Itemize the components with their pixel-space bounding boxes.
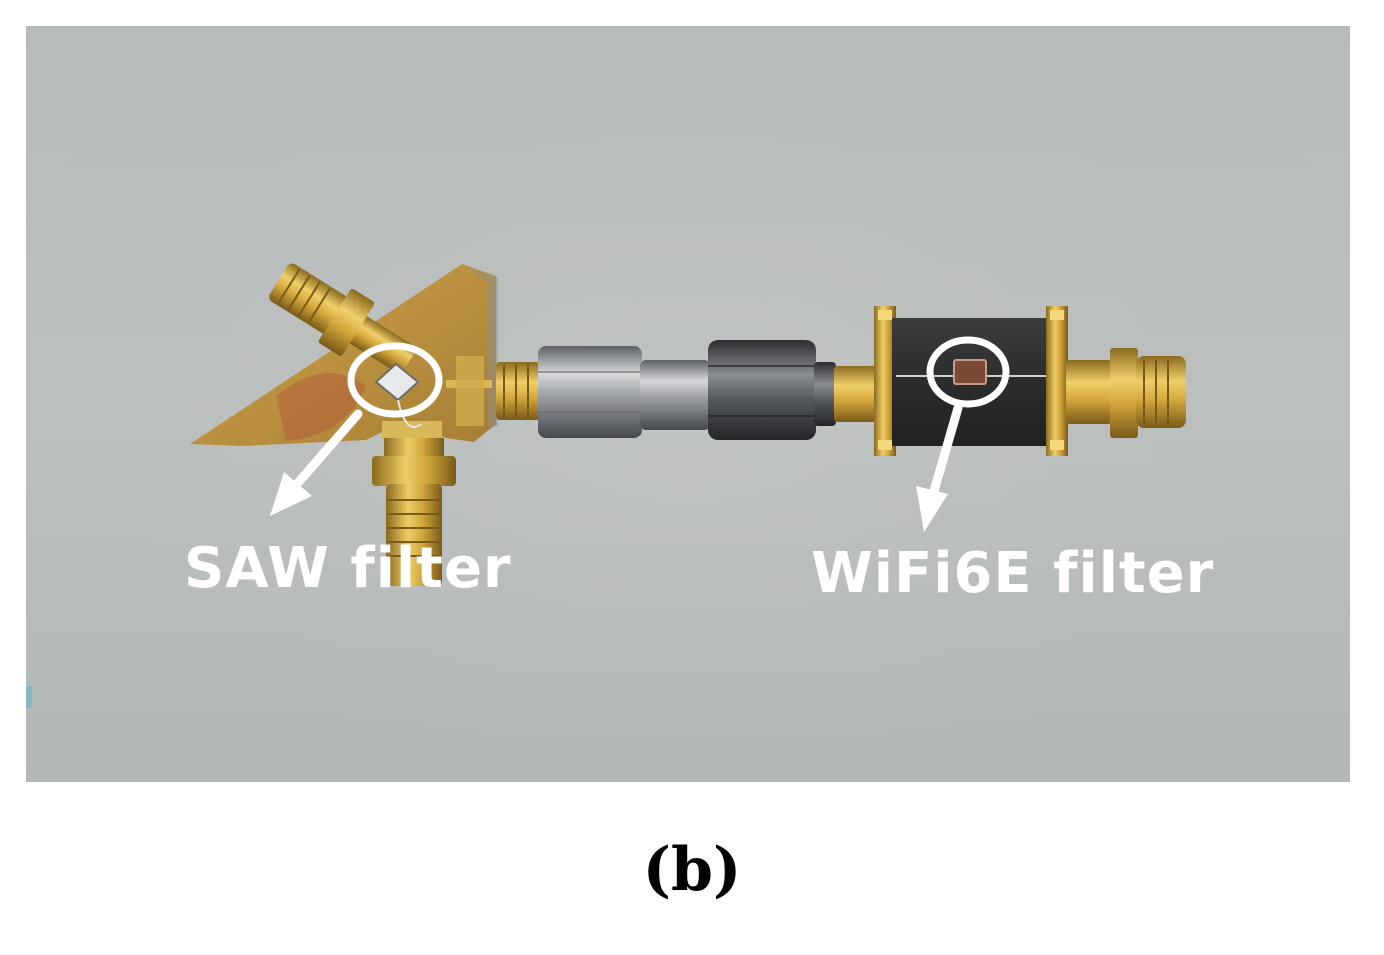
gold-coupling: [834, 366, 878, 422]
fixture-right-flange: [1046, 306, 1068, 456]
sma-connector-right: [1066, 348, 1186, 438]
pcb-pad-right: [456, 356, 484, 426]
fixture-left-flange: [874, 306, 896, 456]
wifi-arrow: [916, 403, 963, 532]
saw-marker-circle: [347, 342, 443, 418]
pcb-red-tint: [276, 373, 366, 441]
wifi6e-fixture: [874, 306, 1068, 532]
adapter-chain: [538, 340, 836, 440]
left-edge-mark: [26, 686, 32, 708]
wifi-marker-circle: [926, 336, 1010, 408]
bond-wire: [397, 399, 422, 428]
saw-chip: [374, 362, 420, 402]
pcb-triangle: [190, 264, 496, 446]
adapter-hex-1: [538, 346, 642, 438]
photo-panel: SAW filter WiFi6E filter: [26, 26, 1350, 782]
saw-test-board: [190, 263, 498, 586]
adapter-hex-2: [708, 340, 816, 440]
sma-connector-bottom: [372, 438, 456, 586]
figure-caption: (b): [642, 835, 742, 905]
pcb-pad: [382, 421, 442, 439]
saw-filter-label: SAW filter: [184, 536, 512, 601]
sma-right-of-board: [496, 362, 540, 420]
adapter-body: [640, 360, 710, 430]
photo-svg: [26, 26, 1350, 782]
wifi6e-filter-label: WiFi6E filter: [811, 541, 1215, 606]
adapter-end: [814, 362, 836, 426]
wifi6e-chip: [953, 359, 987, 385]
saw-arrow: [270, 409, 363, 516]
